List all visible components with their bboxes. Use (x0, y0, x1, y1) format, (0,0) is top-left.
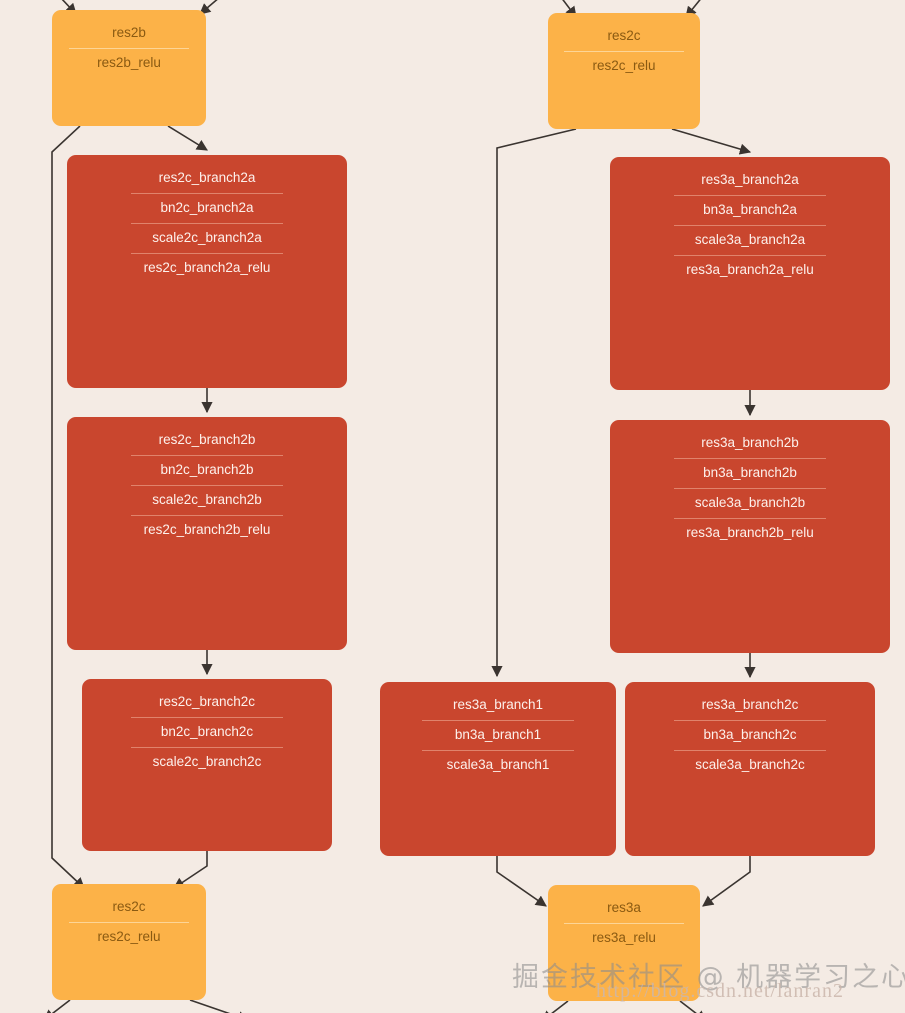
node-res2c-branch2a[interactable]: res2c_branch2a bn2c_branch2a scale2c_bra… (67, 155, 347, 388)
node-row: res2c_branch2c (158, 694, 256, 709)
node-row: res2c (112, 899, 146, 914)
node-res2b[interactable]: res2b res2b_relu (52, 10, 206, 126)
node-row: res2c_branch2b_relu (67, 515, 347, 545)
node-row: bn3a_branch2a (610, 195, 890, 225)
node-row: scale3a_branch2a (610, 225, 890, 255)
node-row: scale3a_branch2c (625, 750, 875, 780)
node-res2c-top[interactable]: res2c res2c_relu (548, 13, 700, 129)
edge-res3a-branch2c-to-res3a (702, 856, 751, 907)
node-row: bn3a_branch2c (625, 720, 875, 750)
node-res2c-branch2b[interactable]: res2c_branch2b bn2c_branch2b scale2c_bra… (67, 417, 347, 650)
edge-res2b-to-res2c-branch2a (167, 125, 208, 151)
node-row: scale2c_branch2c (82, 747, 332, 777)
node-row: scale2c_branch2b (67, 485, 347, 515)
edge-res3a-branch1-to-res3a (496, 856, 547, 907)
node-row: res2c (607, 28, 641, 43)
node-row: scale3a_branch2b (610, 488, 890, 518)
node-row: scale3a_branch1 (380, 750, 616, 780)
node-res3a-branch2a[interactable]: res3a_branch2a bn3a_branch2a scale3a_bra… (610, 157, 890, 390)
node-row: res2c_relu (52, 922, 206, 952)
node-res2c[interactable]: res2c res2c_relu (52, 884, 206, 1000)
node-row: res3a_branch2a_relu (610, 255, 890, 285)
node-row: res2c_branch2a (158, 170, 256, 185)
node-row: bn3a_branch2b (610, 458, 890, 488)
edge-res2c-branch2c-to-res2c (173, 851, 208, 889)
node-row: res3a_relu (548, 923, 700, 953)
edge-res3a-out-left (541, 1000, 569, 1013)
node-res3a-branch2c[interactable]: res3a_branch2c bn3a_branch2c scale3a_bra… (625, 682, 875, 856)
node-row: scale2c_branch2a (67, 223, 347, 253)
node-row: res3a_branch2b (701, 435, 799, 450)
node-res2c-branch2c[interactable]: res2c_branch2c bn2c_branch2c scale2c_bra… (82, 679, 332, 851)
node-row: bn2c_branch2b (67, 455, 347, 485)
edge-res2c-out-left (43, 999, 71, 1013)
node-row: bn3a_branch1 (380, 720, 616, 750)
node-row: res2c_branch2b (158, 432, 256, 447)
node-row: bn2c_branch2a (67, 193, 347, 223)
node-row: res3a_branch2b_relu (610, 518, 890, 548)
node-res3a-branch2b[interactable]: res3a_branch2b bn3a_branch2b scale3a_bra… (610, 420, 890, 653)
node-row: res2c_branch2a_relu (67, 253, 347, 283)
node-row: res2b (112, 25, 146, 40)
watermark-chinese: 掘金技术社区 @ 机器学习之心AI (512, 962, 905, 993)
edge-res2c-out-right (189, 999, 250, 1013)
node-res3a[interactable]: res3a res3a_relu (548, 885, 700, 1001)
watermark-url: http://blog.csdn.net/lanran2 (596, 980, 844, 1002)
node-res3a-branch1[interactable]: res3a_branch1 bn3a_branch1 scale3a_branc… (380, 682, 616, 856)
edge-res2c-skip-to-res3a-branch1 (491, 128, 577, 678)
node-row: bn2c_branch2c (82, 717, 332, 747)
edge-in-res2b-right (199, 0, 218, 15)
edge-res2c-to-res3a-branch2a (671, 128, 752, 155)
node-row: res3a (607, 900, 641, 915)
node-row: res3a_branch2c (701, 697, 799, 712)
node-row: res3a_branch1 (452, 697, 544, 712)
node-row: res2b_relu (52, 48, 206, 78)
node-row: res3a_branch2a (701, 172, 799, 187)
node-row: res2c_relu (548, 51, 700, 81)
